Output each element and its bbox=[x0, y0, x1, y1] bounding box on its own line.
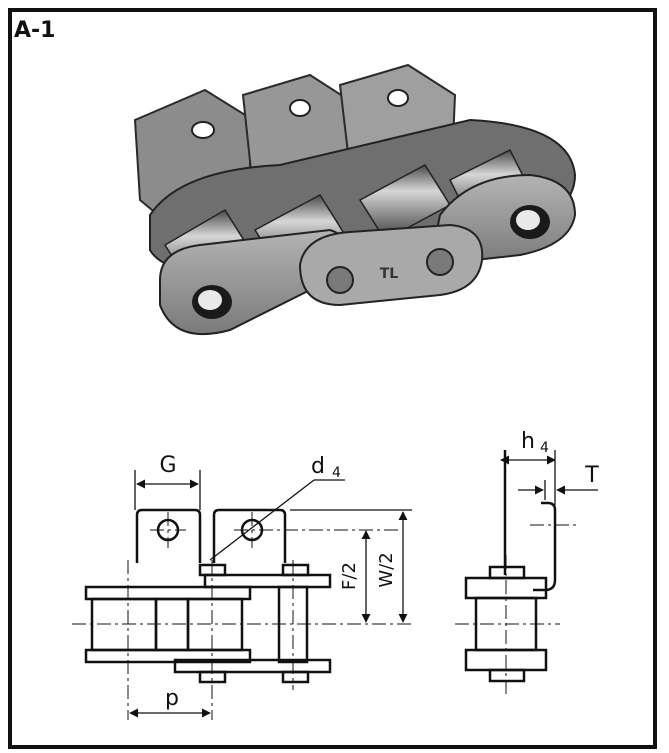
pin-head bbox=[326, 266, 354, 294]
brand-logo: TL bbox=[380, 266, 399, 282]
center-lines bbox=[455, 524, 580, 695]
center-lines bbox=[72, 512, 412, 720]
chain-photo: TL bbox=[133, 63, 577, 336]
dimension-h4-label: h bbox=[521, 429, 535, 454]
attachment-tab-outline bbox=[135, 508, 202, 563]
dimension-f2-label: F/2 bbox=[339, 562, 360, 590]
link-plate-outline bbox=[84, 585, 252, 601]
dimension-t-label: T bbox=[584, 463, 599, 488]
outer-link-plate: TL bbox=[298, 223, 484, 307]
attachment-tab-outline bbox=[212, 508, 287, 563]
end-view-drawing bbox=[464, 450, 557, 683]
dimension-d4-subscript: 4 bbox=[332, 465, 341, 481]
dimension-lines bbox=[500, 450, 598, 505]
inner-link-plate bbox=[159, 228, 349, 336]
dimension-p-label: p bbox=[165, 686, 179, 711]
dimension-lines bbox=[129, 470, 412, 718]
dimension-d4-label: d bbox=[311, 454, 325, 479]
pin-head bbox=[426, 248, 454, 276]
dimension-g-label: G bbox=[159, 453, 176, 478]
dimension-w2-label: W/2 bbox=[376, 552, 397, 587]
figure-label: A-1 bbox=[14, 18, 56, 43]
figure-frame bbox=[8, 8, 657, 749]
attachment-bracket bbox=[533, 501, 557, 592]
dimension-h4-subscript: 4 bbox=[540, 440, 549, 456]
